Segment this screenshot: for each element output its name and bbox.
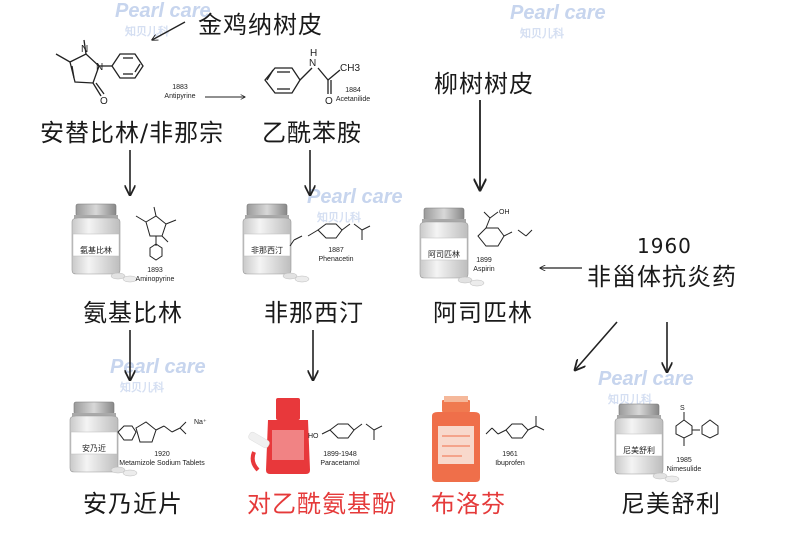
acetanilide-h-label: H: [310, 48, 317, 59]
metamizole-year: 1920: [154, 451, 170, 458]
aspirin-pills-icon: [457, 276, 485, 287]
paracetamol-ho-label: HO: [308, 433, 319, 440]
nimesulide-bottle-icon: [614, 403, 664, 475]
aspirin-structure: [477, 211, 533, 247]
paracetamol-name: Paracetamol: [320, 460, 360, 467]
aminopyrine-year: 1893: [147, 267, 163, 274]
aminopyrine-bottle-label: 氨基比林: [80, 246, 112, 255]
aminopyrine-bottle-icon: [71, 203, 121, 275]
acetanilide-year: 1884: [345, 87, 361, 94]
ibuprofen-structure: [485, 416, 545, 439]
metamizole-bottle-icon: [69, 401, 119, 473]
nsaid-year-label: 1960: [637, 234, 692, 258]
paracetamol-year: 1899-1948: [323, 451, 357, 458]
acetanilide-label: 乙酰苯胺: [262, 119, 362, 147]
nimesulide-bottle-label: 尼美舒利: [623, 446, 655, 455]
ibuprofen-year: 1961: [502, 451, 518, 458]
antipyrine-year: 1883: [172, 84, 188, 91]
acetanilide-ch3-label: CH3: [340, 63, 360, 74]
nimesulide-year: 1985: [676, 457, 692, 464]
aminopyrine-structure: [135, 206, 177, 261]
nimesulide-name: Nimesulide: [667, 466, 702, 473]
paracetamol-label: 对乙酰氨基酚: [247, 490, 397, 518]
acetanilide-structure: [264, 67, 341, 94]
cinchona-bark-label: 金鸡纳树皮: [198, 11, 323, 39]
phenacetin-name: Phenacetin: [318, 256, 353, 263]
acetanilide-name: Acetanilide: [336, 96, 370, 103]
aminopyrine-pills-icon: [110, 272, 138, 283]
arrow-cinchona-to-antipyrine: [152, 21, 186, 40]
metamizole-structure: [117, 421, 187, 443]
antipyrine-name: Antipyrine: [164, 93, 195, 100]
aspirin-label: 阿司匹林: [433, 299, 533, 327]
watermark-mid: Pearl care 知贝儿科: [307, 186, 403, 224]
metamizole-name: Metamizole Sodium Tablets: [119, 460, 205, 467]
antipyrine-o-label: O: [100, 96, 108, 107]
watermark-bottom-right: Pearl care 知贝儿科: [598, 368, 694, 406]
ibuprofen-name: Ibuprofen: [495, 460, 525, 467]
acetanilide-o-label: O: [325, 96, 333, 107]
metamizole-pills-icon: [110, 466, 138, 477]
aminopyrine-name: Aminopyrine: [136, 276, 175, 283]
aspirin-year: 1899: [476, 257, 492, 264]
nimesulide-pills-icon: [652, 472, 680, 483]
nimesulide-structure: [675, 412, 719, 446]
willow-bark-label: 柳树树皮: [434, 70, 534, 98]
phenacetin-bottle-label: 非那西汀: [251, 246, 283, 255]
nimesulide-label: 尼美舒利: [621, 490, 721, 518]
nsaid-label: 非甾体抗炎药: [587, 263, 737, 291]
acetanilide-n-label: N: [309, 58, 316, 69]
antipyrine-label: 安替比林/非那宗: [40, 119, 225, 147]
paracetamol-structure: [321, 423, 383, 440]
metamizole-label: 安乃近片: [83, 490, 183, 518]
nimesulide-s-label: S: [680, 405, 685, 412]
arrow-nsaid-to-ibuprofen: [575, 321, 618, 370]
phenacetin-year: 1887: [328, 247, 344, 254]
aminopyrine-label: 氨基比林: [83, 299, 183, 327]
aspirin-name: Aspirin: [473, 266, 495, 273]
antipyrine-n2-label: N: [96, 62, 103, 73]
syrup-bottle-icon: [432, 396, 480, 482]
aspirin-bottle-icon: [419, 207, 469, 279]
watermark-top-right: Pearl care 知贝儿科: [510, 2, 606, 40]
aspirin-oh-label: OH: [499, 209, 510, 216]
antipyrine-n1-label: N: [81, 44, 88, 55]
phenacetin-bottle-icon: [242, 203, 292, 275]
red-dropper-bottle-icon: [248, 398, 310, 474]
aspirin-bottle-label: 阿司匹林: [428, 250, 460, 259]
metamizole-na-label: Na⁺: [194, 419, 207, 426]
phenacetin-structure: [289, 223, 371, 247]
metamizole-bottle-label: 安乃近: [82, 444, 106, 453]
phenacetin-pills-icon: [282, 272, 310, 283]
phenacetin-label: 非那西汀: [264, 299, 364, 327]
ibuprofen-label: 布洛芬: [431, 490, 506, 518]
antipyrine-structure: [55, 39, 144, 97]
